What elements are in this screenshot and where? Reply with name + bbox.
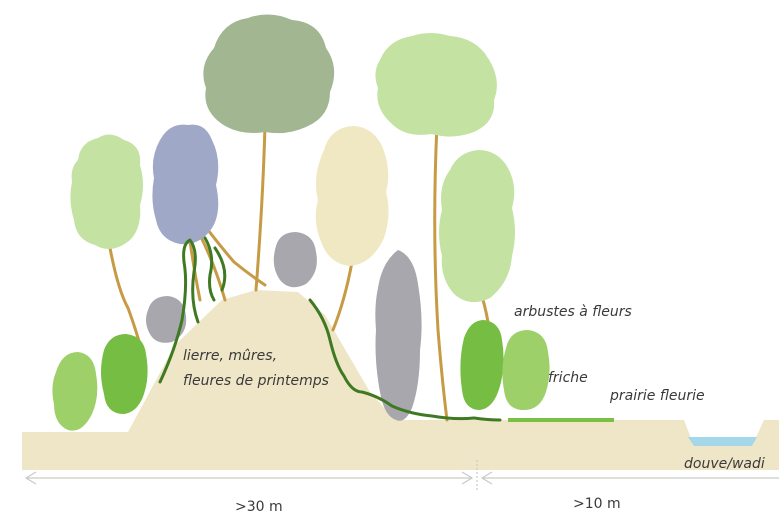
crown-light-green-far-right [439,150,515,302]
bush-green-3 [460,320,503,410]
label-groundcover-line1: lierre, mûres, [183,348,277,364]
label-woodland-width: >30 m [235,499,283,515]
bush-green-2 [101,334,148,414]
crown-grey-columnar [375,250,421,421]
fallow-strip [508,418,614,422]
crown-light-green-left [70,134,143,249]
label-meadow: prairie fleurie [609,388,705,404]
trunk-sage-tree [256,125,265,290]
label-groundcover-line2: fleures de printemps [183,373,329,389]
trunk-cream-tree [333,262,352,330]
trunk-left-tree [110,248,140,345]
crown-light-green-right [375,33,496,137]
crown-grey-left [146,296,186,343]
label-shrubs: arbustes à fleurs [514,304,632,320]
label-ditch: douve/wadi [684,456,765,472]
bush-green-4 [502,330,549,410]
label-fallow: friche [548,370,588,386]
bush-green-1 [52,352,97,431]
label-margin-width: >10 m [573,496,621,512]
crown-cream [316,126,389,266]
crown-sage [203,14,334,133]
crown-blue [152,125,218,245]
crown-grey-small [274,232,317,287]
ditch-water [688,437,757,446]
